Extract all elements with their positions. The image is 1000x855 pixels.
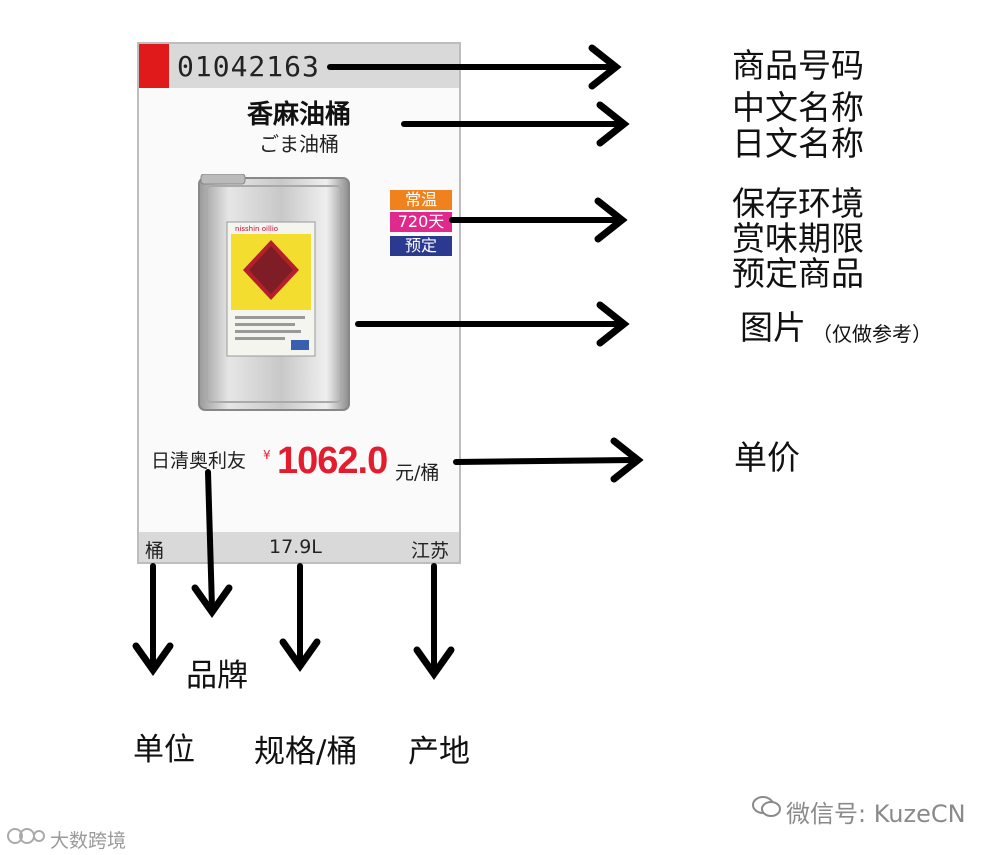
label-spec: 规格/桶 bbox=[254, 726, 357, 771]
wechat-icon bbox=[752, 794, 782, 820]
arrow-brand bbox=[208, 472, 212, 608]
label-name-cn: 中文名称 bbox=[732, 90, 864, 126]
label-preorder: 预定商品 bbox=[732, 256, 864, 292]
label-product-code: 商品号码 bbox=[732, 48, 864, 84]
label-brand: 品牌 bbox=[186, 650, 248, 695]
label-name-jp: 日文名称 bbox=[732, 126, 864, 162]
label-image: 图片 bbox=[740, 310, 806, 346]
source-logo-icon bbox=[6, 824, 46, 848]
label-unit-price: 单价 bbox=[734, 440, 800, 476]
label-unit: 单位 bbox=[133, 724, 195, 769]
label-storage: 保存环境 bbox=[732, 186, 864, 222]
watermark-source: 大数跨境 bbox=[50, 826, 126, 853]
label-shelf-life: 赏味期限 bbox=[732, 221, 864, 257]
watermark-wechat: 微信号: KuzeCN bbox=[786, 794, 966, 829]
label-origin: 产地 bbox=[408, 726, 470, 771]
label-image-note: （仅做参考） bbox=[812, 318, 932, 347]
arrow-unit-price bbox=[456, 460, 634, 462]
